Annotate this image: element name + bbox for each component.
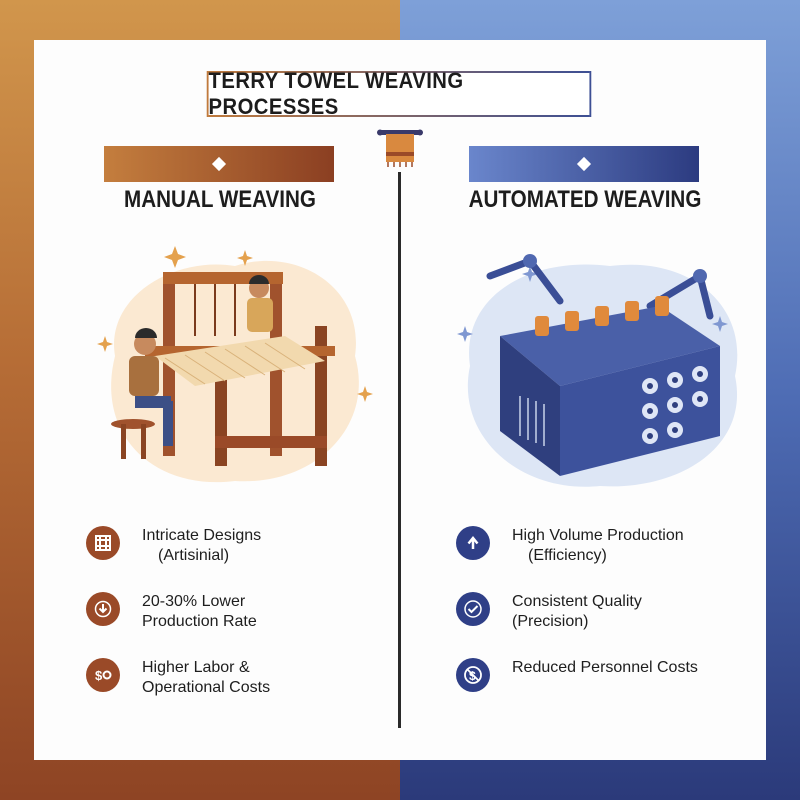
weave-pattern-icon (86, 526, 120, 560)
automated-feature-2-line1: Consistent Quality (512, 593, 642, 610)
cost-gear-icon: $ (86, 658, 120, 692)
automated-feature-1: High Volume Production (Efficiency) (456, 526, 684, 566)
automated-feature-1-line1: High Volume Production (512, 527, 684, 544)
manual-feature-3-line1: Higher Labor & (142, 659, 250, 676)
automated-heading: AUTOMATED WEAVING (468, 186, 702, 213)
manual-feature-1-line1: Intricate Designs (142, 527, 262, 544)
down-arrow-icon (86, 592, 120, 626)
towel-icon (377, 129, 423, 167)
manual-banner (104, 146, 334, 182)
automated-banner (469, 146, 699, 182)
manual-heading: MANUAL WEAVING (124, 186, 316, 213)
page-title: TERRY TOWEL WEAVING PROCESSES (206, 68, 592, 119)
manual-feature-1-line2: (Artisinial) (158, 547, 230, 564)
automated-loom-illustration (457, 254, 738, 487)
manual-feature-3-line2: Operational Costs (142, 679, 271, 696)
manual-feature-2-line1: 20-30% Lower (142, 593, 246, 610)
checkmark-icon (456, 592, 490, 626)
manual-feature-2-line2: Production Rate (142, 613, 257, 630)
automated-feature-3: $ Reduced Personnel Costs (456, 658, 698, 692)
diamond-icon (576, 156, 592, 172)
automated-feature-2: Consistent Quality (Precision) (456, 592, 642, 632)
manual-feature-3: $ Higher Labor & Operational Costs (86, 658, 270, 698)
manual-loom-illustration (97, 246, 373, 483)
automated-feature-3-line1: Reduced Personnel Costs (512, 659, 698, 676)
automated-feature-1-line2: (Efficiency) (528, 547, 607, 564)
automated-feature-2-line2: (Precision) (512, 613, 589, 630)
diamond-icon (211, 156, 227, 172)
svg-text:$: $ (469, 669, 476, 683)
no-personnel-icon: $ (456, 658, 490, 692)
manual-feature-1: Intricate Designs (Artisinial) (86, 526, 261, 566)
up-arrow-icon (456, 526, 490, 560)
svg-text:$: $ (95, 668, 103, 683)
center-divider (398, 172, 401, 728)
